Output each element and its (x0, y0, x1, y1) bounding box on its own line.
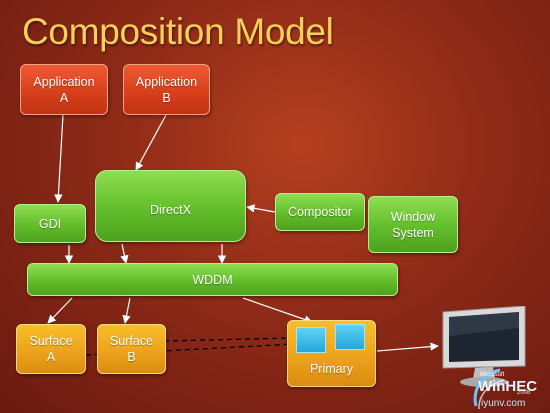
application-a-box: Application A (20, 64, 108, 115)
arrow-compositor-to-directx (246, 204, 276, 213)
arrow-wddm-to-surface-b (122, 297, 131, 324)
logo-url-text: iyunv.com (481, 398, 526, 409)
compositor-box: Compositor (275, 193, 365, 231)
flat-panel-display-icon (442, 306, 526, 387)
arrow-app-a-to-gdi (54, 114, 64, 203)
primary-surface-a-region (296, 327, 326, 353)
arrow-wddm-to-primary (242, 297, 313, 324)
slide-title: Composition Model (22, 11, 334, 52)
surface-a-box: Surface A (16, 324, 86, 374)
winhec-swoosh-icon (473, 368, 505, 410)
arrow-wddm-to-surface-a (47, 297, 73, 324)
dashed-arrow-surface-b-to-primary (163, 332, 335, 342)
surface-b-box: Surface B (97, 324, 166, 374)
dashed-arrow-surface-a-to-primary (85, 339, 296, 356)
winhec-logo: Microsoft WinHEC 2008 iyunv.com (470, 366, 550, 413)
primary-surface-b-region (335, 324, 365, 350)
wddm-box: WDDM (27, 263, 398, 296)
logo-microsoft-text: Microsoft (480, 372, 505, 378)
arrow-directx-to-wddm-left (120, 243, 129, 264)
gdi-box: GDI (14, 204, 86, 243)
logo-winhec-text: WinHEC (478, 378, 538, 395)
arrow-primary-to-monitor (376, 342, 439, 352)
logo-year-text: 2008 (517, 390, 531, 396)
directx-box: DirectX (95, 170, 246, 242)
application-b-box: Application B (123, 64, 210, 115)
window-system-box: Window System (368, 196, 458, 253)
arrow-app-b-to-directx (135, 114, 167, 171)
